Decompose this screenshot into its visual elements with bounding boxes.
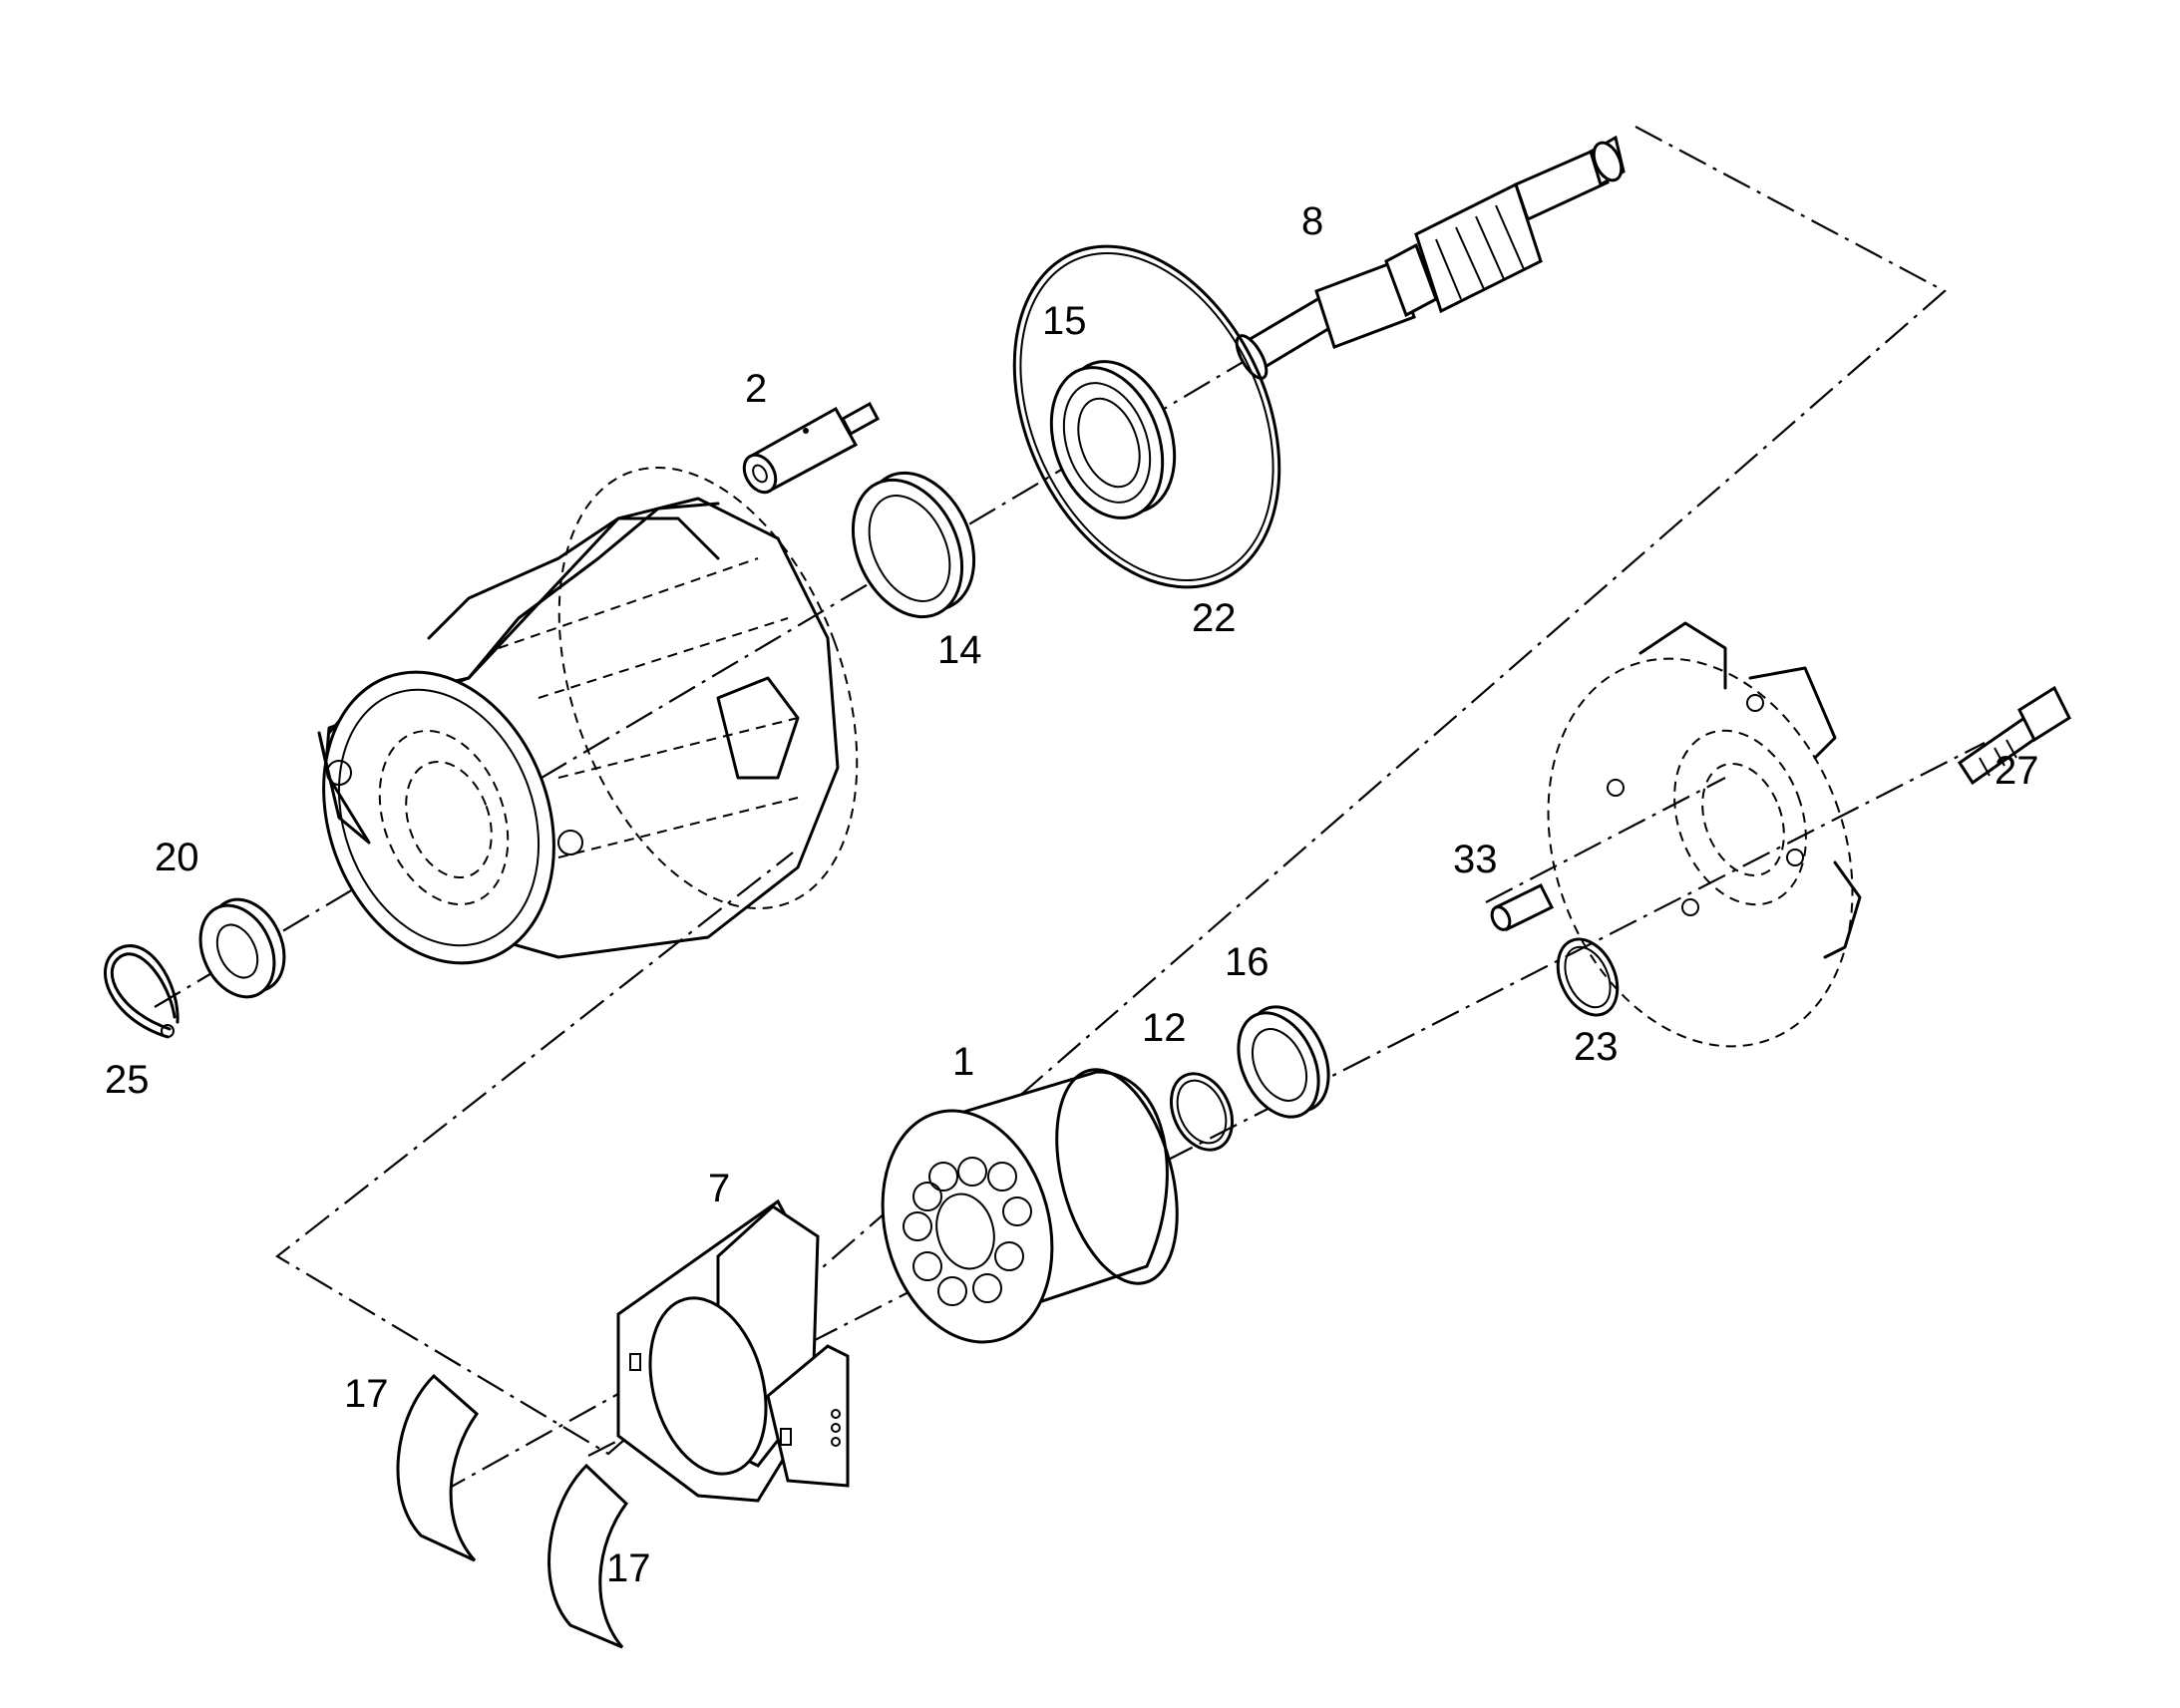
bearing-part-16 <box>1237 1005 1330 1119</box>
callout-23: 23 <box>1574 1025 1619 1069</box>
callout-22: 22 <box>1192 596 1237 640</box>
callout-17-upper: 17 <box>344 1372 389 1416</box>
callout-8: 8 <box>1301 199 1324 243</box>
callout-25: 25 <box>105 1058 150 1102</box>
ring-part-23 <box>1556 937 1620 1017</box>
callout-16: 16 <box>1225 940 1270 984</box>
motor-housing <box>317 466 859 965</box>
callout-17-lower: 17 <box>606 1546 651 1590</box>
callout-2: 2 <box>745 367 768 411</box>
seal-part-20 <box>198 897 286 999</box>
bearing-shell-part-17-lower <box>547 1463 629 1649</box>
ring-part-12 <box>1170 1072 1234 1152</box>
oring-part-22 <box>1012 244 1281 589</box>
callout-7: 7 <box>708 1167 731 1210</box>
cylinder-block-part-1 <box>881 1068 1179 1344</box>
callout-27: 27 <box>1995 749 2039 793</box>
callout-14: 14 <box>937 628 982 672</box>
lower-axis <box>587 742 1986 1457</box>
callout-1: 1 <box>952 1040 975 1084</box>
shaft-part-8 <box>1235 135 1626 380</box>
end-cover <box>1547 621 1862 1048</box>
bearing-shell-part-17-upper <box>396 1373 480 1562</box>
axis-33 <box>1485 777 1726 903</box>
pin-part-2 <box>742 401 881 495</box>
retaining-ring-part-25 <box>104 944 180 1039</box>
callout-20: 20 <box>155 836 199 879</box>
bearing-part-15 <box>1049 360 1177 519</box>
callout-15: 15 <box>1042 299 1087 343</box>
bolt-part-27 <box>1957 685 2071 786</box>
callout-33: 33 <box>1453 838 1498 881</box>
swashplate-part-7 <box>616 1198 850 1503</box>
dowel-part-33 <box>1490 882 1555 932</box>
seal-part-14 <box>851 471 976 619</box>
callout-12: 12 <box>1142 1006 1187 1050</box>
assembly-boundary <box>275 126 1947 1456</box>
